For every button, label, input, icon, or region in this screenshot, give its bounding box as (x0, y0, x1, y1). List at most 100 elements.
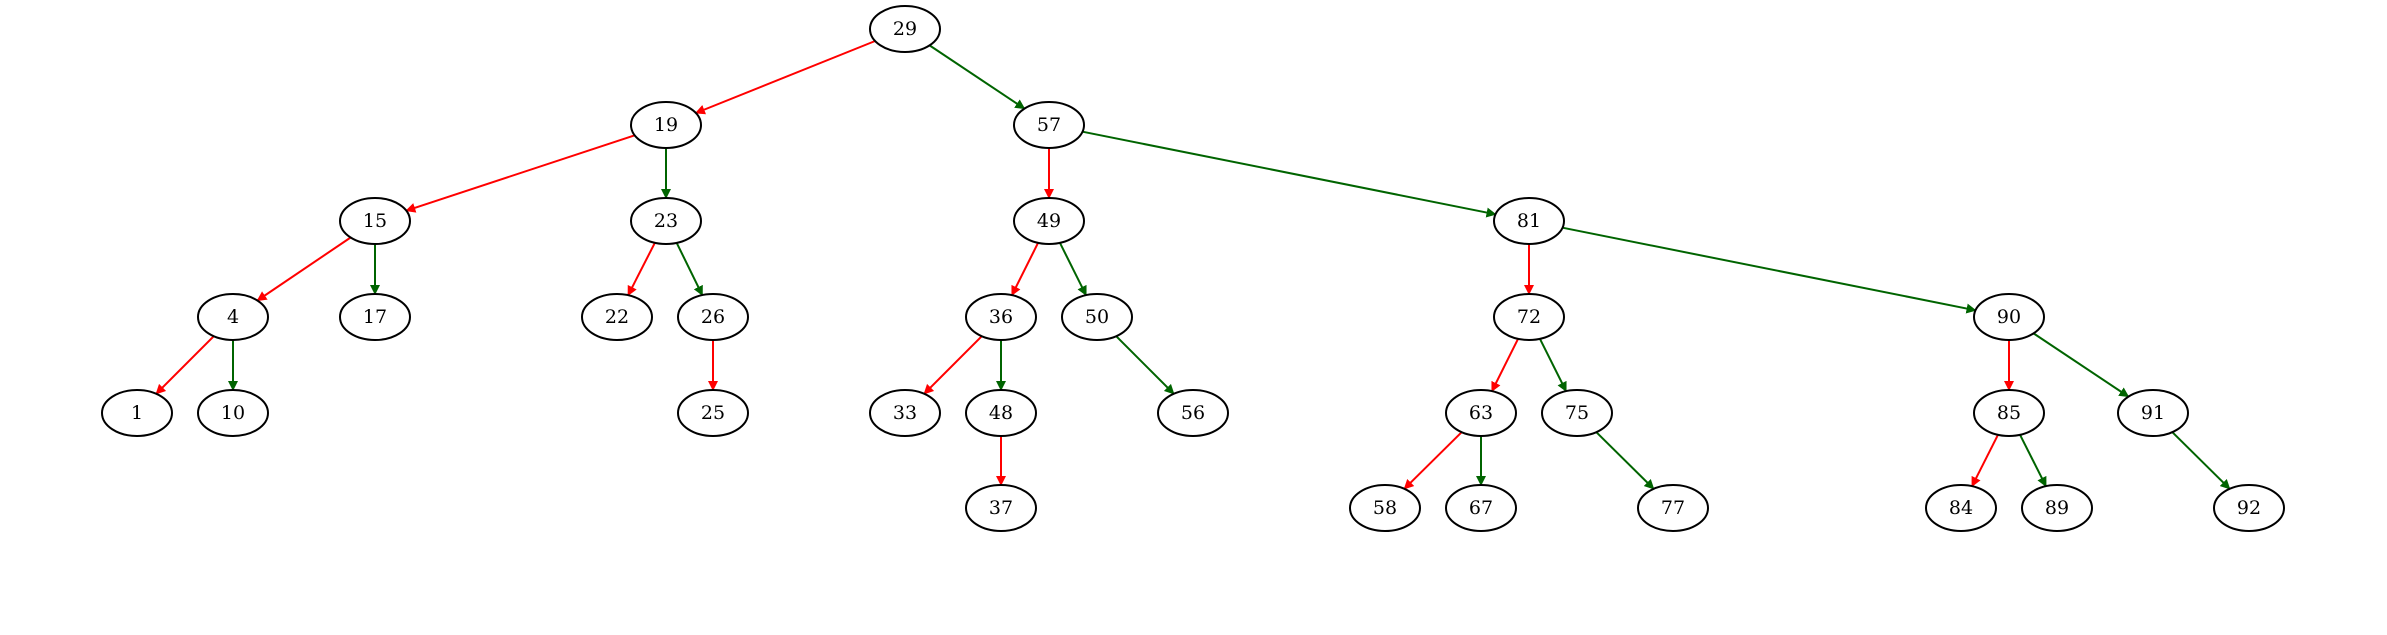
tree-node-90: 90 (1973, 293, 2045, 341)
edge-90-91 (2033, 332, 2130, 398)
tree-node-72: 72 (1493, 293, 1565, 341)
node-label: 33 (893, 402, 917, 424)
node-ellipse (630, 197, 702, 245)
node-label: 48 (989, 402, 1013, 424)
node-label: 37 (989, 497, 1013, 519)
node-ellipse (677, 293, 749, 341)
node-ellipse (1973, 389, 2045, 437)
edge-85-84 (1971, 434, 1999, 488)
edge-15-4 (256, 236, 352, 302)
node-label: 77 (1661, 497, 1685, 519)
node-label: 19 (654, 114, 678, 136)
node-ellipse (965, 389, 1037, 437)
edge-29-19 (694, 40, 876, 115)
edge-72-63 (1491, 338, 1519, 393)
tree-node-89: 89 (2021, 484, 2093, 532)
node-ellipse (339, 293, 411, 341)
node-label: 85 (1997, 402, 2021, 424)
node-ellipse (1349, 484, 1421, 532)
tree-node-23: 23 (630, 197, 702, 245)
node-ellipse (1925, 484, 1997, 532)
edge-50-56 (1115, 335, 1175, 395)
node-label: 89 (2045, 497, 2069, 519)
node-ellipse (2117, 389, 2189, 437)
node-ellipse (1445, 484, 1517, 532)
node-ellipse (1637, 484, 1709, 532)
node-label: 92 (2237, 497, 2261, 519)
tree-node-56: 56 (1157, 389, 1229, 437)
edge-36-33 (923, 335, 983, 395)
tree-node-50: 50 (1061, 293, 1133, 341)
node-label: 17 (363, 306, 387, 328)
node-label: 4 (227, 306, 239, 328)
tree-node-48: 48 (965, 389, 1037, 437)
node-label: 91 (2141, 402, 2165, 424)
node-ellipse (1013, 197, 1085, 245)
node-ellipse (1157, 389, 1229, 437)
node-ellipse (1973, 293, 2045, 341)
edge-23-26 (675, 242, 704, 297)
node-label: 36 (989, 306, 1013, 328)
tree-node-75: 75 (1541, 389, 1613, 437)
node-label: 23 (654, 210, 678, 232)
tree-node-85: 85 (1973, 389, 2045, 437)
tree-node-81: 81 (1493, 197, 1565, 245)
node-label: 84 (1949, 497, 1973, 519)
node-ellipse (581, 293, 653, 341)
node-ellipse (677, 389, 749, 437)
node-label: 26 (701, 306, 725, 328)
node-ellipse (965, 293, 1037, 341)
tree-node-17: 17 (339, 293, 411, 341)
tree-node-63: 63 (1445, 389, 1517, 437)
edge-23-22 (627, 242, 656, 297)
node-ellipse (1061, 293, 1133, 341)
tree-node-19: 19 (630, 101, 702, 149)
tree-node-25: 25 (677, 389, 749, 437)
edge-72-75 (1539, 338, 1567, 393)
edge-29-57 (929, 44, 1026, 110)
edge-19-15 (405, 134, 636, 213)
node-ellipse (1493, 293, 1565, 341)
node-ellipse (1541, 389, 1613, 437)
node-ellipse (965, 484, 1037, 532)
node-label: 29 (893, 18, 917, 40)
node-label: 15 (363, 210, 387, 232)
node-ellipse (869, 389, 941, 437)
tree-node-26: 26 (677, 293, 749, 341)
tree-node-37: 37 (965, 484, 1037, 532)
tree-node-84: 84 (1925, 484, 1997, 532)
tree-node-57: 57 (1013, 101, 1085, 149)
node-label: 22 (605, 306, 629, 328)
tree-node-92: 92 (2213, 484, 2285, 532)
edge-85-89 (2019, 434, 2047, 488)
node-ellipse (2213, 484, 2285, 532)
tree-node-36: 36 (965, 293, 1037, 341)
edge-49-50 (1059, 242, 1087, 297)
node-ellipse (197, 293, 269, 341)
node-label: 1 (131, 402, 143, 424)
node-ellipse (1013, 101, 1085, 149)
node-ellipse (630, 101, 702, 149)
node-label: 90 (1997, 306, 2021, 328)
edge-4-1 (155, 335, 215, 395)
node-label: 72 (1517, 306, 1541, 328)
tree-node-77: 77 (1637, 484, 1709, 532)
node-ellipse (1493, 197, 1565, 245)
node-label: 63 (1469, 402, 1493, 424)
edge-81-90 (1562, 226, 1977, 314)
node-label: 10 (221, 402, 245, 424)
edge-57-81 (1082, 130, 1497, 218)
node-ellipse (869, 5, 941, 53)
tree-node-67: 67 (1445, 484, 1517, 532)
tree-node-58: 58 (1349, 484, 1421, 532)
tree-node-22: 22 (581, 293, 653, 341)
edge-49-36 (1011, 242, 1039, 297)
node-label: 58 (1373, 497, 1397, 519)
node-ellipse (197, 389, 269, 437)
node-label: 56 (1181, 402, 1205, 424)
node-label: 25 (701, 402, 725, 424)
tree-node-1: 1 (101, 389, 173, 437)
edge-75-77 (1595, 431, 1655, 490)
